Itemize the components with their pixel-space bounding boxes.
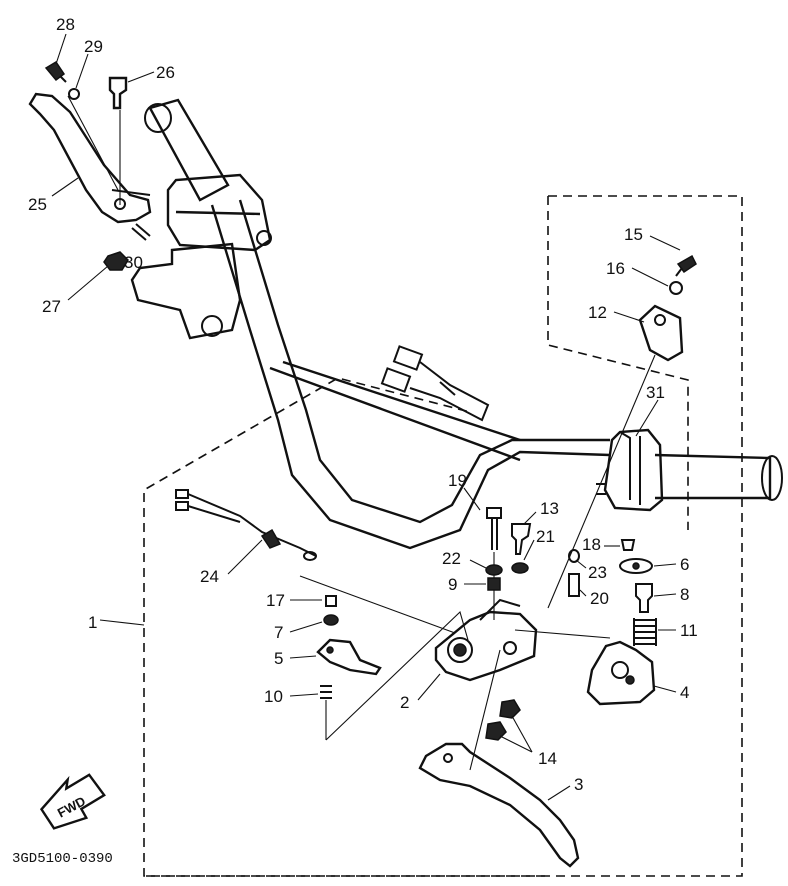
callout-8: 8 (680, 585, 689, 604)
brake-lever-3 (418, 742, 580, 868)
part-4-housing (586, 640, 656, 706)
callout-13: 13 (540, 499, 559, 518)
clutch-lever-25 (28, 92, 152, 224)
callout-6: 6 (680, 555, 689, 574)
callout-31: 31 (646, 383, 665, 402)
callout-28: 28 (56, 15, 75, 34)
callout-15: 15 (624, 225, 643, 244)
callout-1: 1 (88, 613, 97, 632)
parts-18-23-6 (568, 539, 653, 574)
callout-25: 25 (28, 195, 47, 214)
callout-9: 9 (448, 575, 457, 594)
callout-labels: 28 29 26 25 30 27 15 16 12 31 19 13 21 2… (12, 15, 698, 867)
part-15-16-bolt-washer (669, 254, 697, 295)
callout-30: 30 (124, 253, 143, 272)
callout-19: 19 (448, 471, 467, 490)
callout-10: 10 (264, 687, 283, 706)
washers-22-21-9 (485, 562, 529, 591)
callout-26: 26 (156, 63, 175, 82)
callout-16: 16 (606, 259, 625, 278)
callout-12: 12 (588, 303, 607, 322)
callout-23: 23 (588, 563, 607, 582)
nuts-14 (485, 699, 521, 741)
callout-3: 3 (574, 775, 583, 794)
fwd-arrow (39, 773, 106, 830)
leader-lines (51, 33, 681, 801)
callout-20: 20 (590, 589, 609, 608)
callout-14: 14 (538, 749, 557, 768)
callout-22: 22 (442, 549, 461, 568)
callout-18: 18 (582, 535, 601, 554)
handlebar (144, 98, 611, 550)
callout-5: 5 (274, 649, 283, 668)
callout-7: 7 (274, 623, 283, 642)
callout-11: 11 (680, 621, 698, 640)
callout-4: 4 (680, 683, 689, 702)
callout-17: 17 (266, 591, 285, 610)
callout-21: 21 (536, 527, 555, 546)
assembly-boundary-lines (99, 195, 743, 877)
left-switch-housing (130, 173, 272, 340)
callout-27: 27 (42, 297, 61, 316)
fwd-label: FWD (55, 793, 88, 820)
wire-connectors (380, 345, 490, 422)
parts-17-7-5-10 (316, 595, 469, 741)
brake-switch-cable-24 (175, 489, 456, 634)
diagram-code: 3GD5100-0390 (12, 851, 113, 867)
right-grip-throttle (596, 428, 783, 512)
callout-29: 29 (84, 37, 103, 56)
callout-2: 2 (400, 693, 409, 712)
pin-screw-spring (568, 573, 657, 646)
lever-hardware (44, 60, 151, 271)
master-cylinder-2 (434, 598, 611, 771)
callout-24: 24 (200, 567, 219, 586)
part-12-holder (547, 304, 684, 609)
